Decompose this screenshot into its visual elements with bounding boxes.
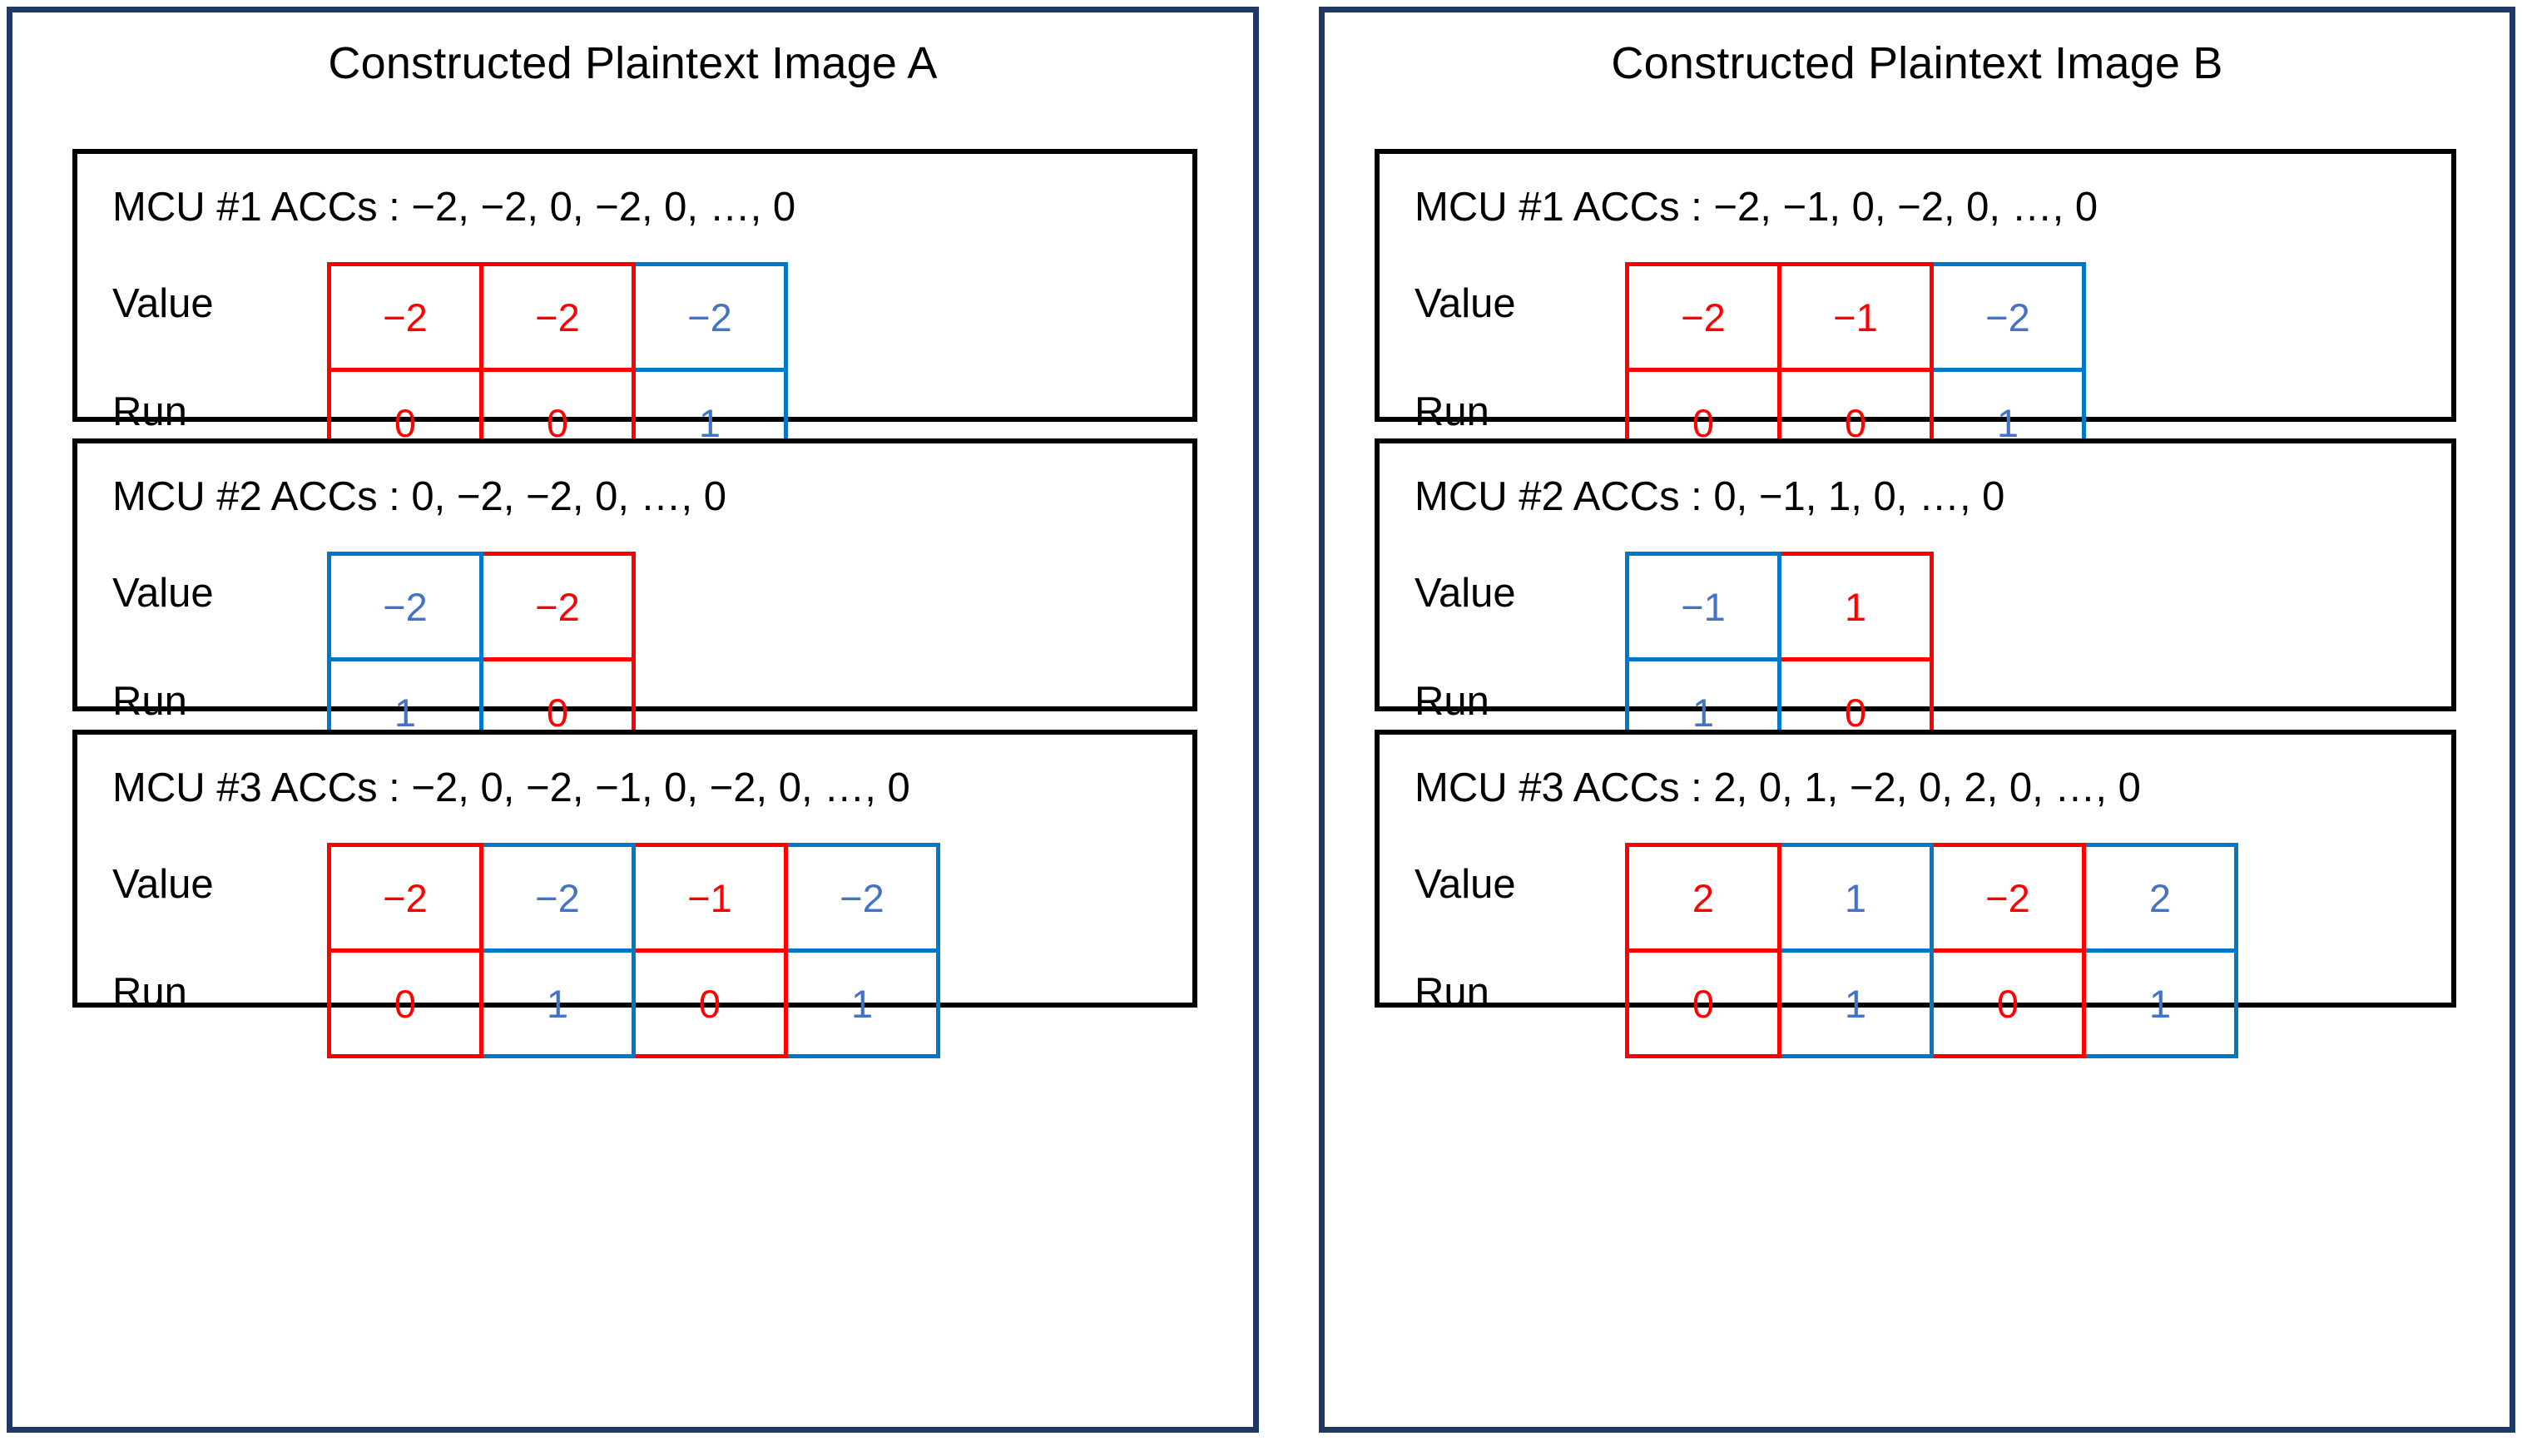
table-row-value: −2 −2 −2 [327, 262, 788, 372]
panel-title: Constructed Plaintext Image A [328, 38, 938, 88]
run-cell: 1 [2082, 948, 2238, 1058]
panel-constructed-plaintext-image-b: Constructed Plaintext Image B MCU #1 ACC… [1319, 7, 2515, 1433]
value-row-label: Value [1415, 571, 1516, 616]
run-row-label: Run [1415, 389, 1489, 434]
value-cell: 1 [1777, 552, 1934, 661]
value-row-label: Value [1415, 281, 1516, 326]
value-run-table: −2 −1 −2 0 0 1 [1625, 262, 2086, 478]
mcu-header: MCU #2 ACCs : 0, −1, 1, 0, …, 0 [1415, 474, 2005, 519]
value-row-label: Value [112, 571, 214, 616]
table-row-value: −2 −2 −1 −2 [327, 843, 940, 953]
value-cell: −2 [1930, 262, 2086, 372]
run-row-label: Run [112, 389, 187, 434]
panel-title: Constructed Plaintext Image B [1611, 38, 2223, 88]
table-row-value: −2 −1 −2 [1625, 262, 2086, 372]
mcu-header: MCU #1 ACCs : −2, −1, 0, −2, 0, …, 0 [1415, 185, 2098, 230]
run-cell: 1 [784, 948, 940, 1058]
run-cell: 1 [479, 948, 636, 1058]
run-row-label: Run [1415, 970, 1489, 1015]
value-cell: −1 [1777, 262, 1934, 372]
value-row-label: Value [112, 281, 214, 326]
run-cell: 1 [1777, 948, 1934, 1058]
value-cell: −1 [1625, 552, 1781, 661]
value-cell: −2 [327, 843, 483, 953]
value-cell: −1 [632, 843, 788, 953]
value-cell: −2 [479, 843, 636, 953]
value-cell: −2 [1625, 262, 1781, 372]
mcu-box: MCU #2 ACCs : 0, −2, −2, 0, …, 0 Value R… [72, 438, 1197, 767]
mcu-box: MCU #1 ACCs : −2, −2, 0, −2, 0, …, 0 Val… [72, 149, 1197, 478]
mcu-header: MCU #1 ACCs : −2, −2, 0, −2, 0, …, 0 [112, 185, 796, 230]
mcu-header: MCU #2 ACCs : 0, −2, −2, 0, …, 0 [112, 474, 727, 519]
mcu-box: MCU #2 ACCs : 0, −1, 1, 0, …, 0 Value Ru… [1375, 438, 2456, 767]
value-cell: −2 [327, 262, 483, 372]
value-cell: 2 [1625, 843, 1781, 953]
value-cell: −2 [784, 843, 940, 953]
table-row-run: 0 1 0 1 [327, 948, 940, 1058]
run-cell: 0 [1930, 948, 2086, 1058]
run-cell: 0 [1625, 948, 1781, 1058]
value-cell: 2 [2082, 843, 2238, 953]
value-cell: −2 [632, 262, 788, 372]
value-cell: −2 [479, 552, 636, 661]
run-row-label: Run [112, 970, 187, 1015]
mcu-box: MCU #1 ACCs : −2, −1, 0, −2, 0, …, 0 Val… [1375, 149, 2456, 478]
value-run-table: −2 −2 −1 −2 0 1 0 1 [327, 843, 940, 1058]
value-run-table: 2 1 −2 2 0 1 0 1 [1625, 843, 2238, 1058]
mcu-box: MCU #3 ACCs : 2, 0, 1, −2, 0, 2, 0, …, 0… [1375, 730, 2456, 1058]
value-cell: −2 [327, 552, 483, 661]
mcu-box: MCU #3 ACCs : −2, 0, −2, −1, 0, −2, 0, …… [72, 730, 1197, 1058]
run-cell: 0 [327, 948, 483, 1058]
run-row-label: Run [112, 679, 187, 724]
panel-constructed-plaintext-image-a: Constructed Plaintext Image A MCU #1 ACC… [7, 7, 1259, 1433]
table-row-value: −1 1 [1625, 552, 1934, 661]
value-row-label: Value [1415, 862, 1516, 907]
value-row-label: Value [112, 862, 214, 907]
table-row-value: −2 −2 [327, 552, 636, 661]
value-cell: 1 [1777, 843, 1934, 953]
table-row-run: 0 1 0 1 [1625, 948, 2238, 1058]
value-cell: −2 [479, 262, 636, 372]
run-row-label: Run [1415, 679, 1489, 724]
mcu-header: MCU #3 ACCs : −2, 0, −2, −1, 0, −2, 0, …… [112, 765, 910, 810]
mcu-header: MCU #3 ACCs : 2, 0, 1, −2, 0, 2, 0, …, 0 [1415, 765, 2141, 810]
value-cell: −2 [1930, 843, 2086, 953]
table-row-value: 2 1 −2 2 [1625, 843, 2238, 953]
run-cell: 0 [632, 948, 788, 1058]
